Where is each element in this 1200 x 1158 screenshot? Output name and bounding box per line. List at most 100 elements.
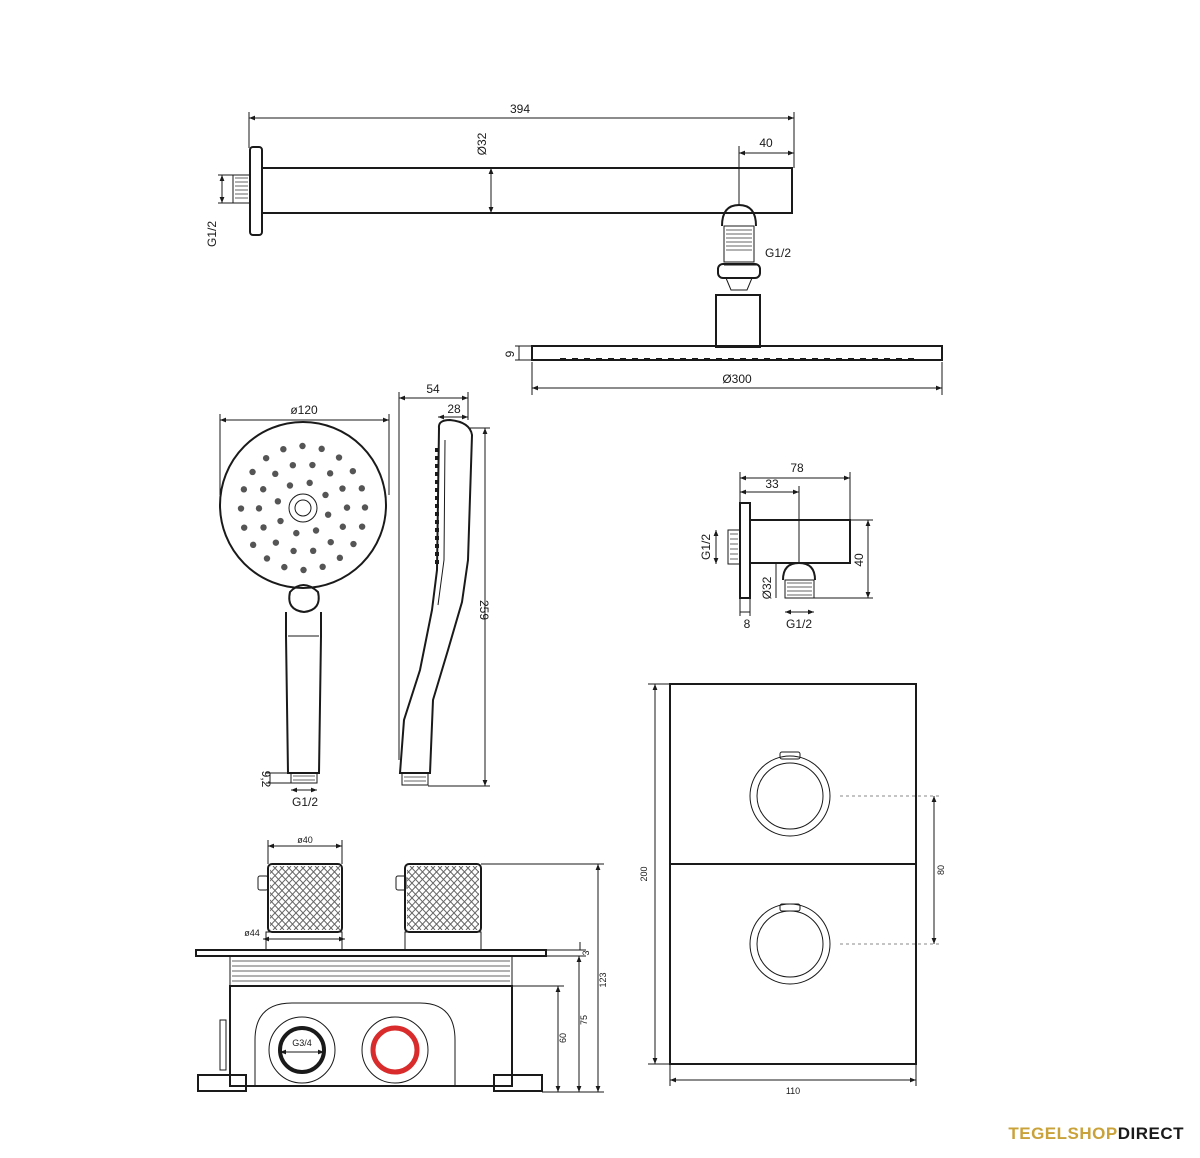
knurl-line (407, 906, 429, 930)
spray-hole (339, 485, 346, 492)
side-nozzle (435, 504, 439, 508)
spray-hole (240, 486, 248, 493)
side-nozzle (435, 464, 439, 468)
hand-thread-length-label: 9,2 (259, 771, 273, 788)
knurl-line (416, 866, 478, 930)
spray-hole (260, 524, 267, 531)
spray-hole (327, 538, 334, 546)
spray-hole (319, 563, 326, 571)
nozzle (572, 358, 578, 361)
spray-hole (335, 454, 343, 461)
knurl-line (407, 866, 429, 890)
shower-arm-view: 394 Ø32 40 G1/2 G1/2 (205, 102, 795, 348)
outlet-depth-label: 78 (790, 461, 804, 475)
knurl-line (423, 870, 479, 930)
side-nozzle (435, 472, 439, 476)
box-connection-height-label: 60 (558, 1033, 568, 1043)
knurl-left (270, 866, 340, 930)
knurl-line (407, 866, 464, 927)
box-rosette-diameter-label: ø44 (244, 928, 260, 938)
side-nozzle (435, 496, 439, 500)
hand-diameter-label: ø120 (290, 403, 318, 417)
nozzle (812, 358, 818, 361)
knurl-line (307, 895, 340, 930)
side-nozzle (435, 456, 439, 460)
knurl-line (270, 866, 313, 912)
knurl-line (444, 893, 479, 930)
knurl-line (270, 866, 292, 890)
nozzle (656, 358, 662, 361)
knurl-line (407, 914, 422, 930)
wall-outlet-view: 78 33 40 Ø32 8 G1/2 G1/2 (699, 461, 873, 631)
nozzle (716, 358, 722, 361)
knurl-line (407, 866, 443, 905)
spray-hole (280, 445, 287, 453)
knurl-line (270, 906, 292, 930)
knurl-line (430, 878, 479, 930)
hand-shower-side-view: 54 28 259 (398, 382, 491, 787)
side-nozzle (435, 488, 439, 492)
arm-length-label: 394 (510, 102, 530, 116)
knurl-line (409, 866, 471, 930)
nozzle (680, 358, 686, 361)
spray-hole (272, 470, 279, 478)
cover-knob-spacing-label: 80 (936, 865, 946, 875)
cover-width-label: 110 (786, 1086, 800, 1096)
spray-hole (274, 498, 282, 505)
knurl-line (270, 866, 320, 919)
nozzle (668, 358, 674, 361)
side-nozzle (435, 448, 439, 452)
spray-hole (240, 524, 248, 531)
spray-hole (343, 504, 351, 511)
knurl-line (286, 872, 340, 930)
brand-logo: TEGELSHOPDIRECT (1008, 1124, 1184, 1144)
nozzle (740, 358, 746, 361)
nozzle (728, 358, 734, 361)
hand-shower-front-view: ø120 9,2 G1/2 (219, 403, 390, 809)
outlet-flange-label: 8 (744, 617, 751, 631)
spray-hole (312, 527, 320, 534)
knurl-line (328, 917, 340, 930)
spray-hole (272, 539, 280, 546)
side-nozzle (435, 528, 439, 532)
knurl-line (270, 866, 299, 897)
brand-part1: TEGELSHOP (1008, 1124, 1118, 1143)
spray-hole (336, 554, 344, 562)
side-nozzle (435, 544, 439, 548)
spray-hole (358, 523, 366, 530)
side-nozzle (435, 536, 439, 540)
nozzle (632, 358, 638, 361)
spray-hole (255, 505, 263, 512)
spray-hole (237, 505, 245, 512)
builtin-box-view: G3/4 ø40 ø44 123 3 75 60 (195, 835, 608, 1093)
spray-hole (318, 445, 325, 453)
knurl-line (451, 866, 479, 896)
nozzle (704, 358, 710, 361)
nozzle (608, 358, 614, 361)
spray-holes (237, 442, 369, 574)
hand-length-label: 259 (477, 600, 491, 620)
nozzle (896, 358, 902, 361)
knurl-line (458, 907, 479, 930)
cover-height-label: 200 (639, 866, 649, 881)
nozzle (692, 358, 698, 361)
nozzle (764, 358, 770, 361)
spray-hole (262, 454, 270, 462)
knurl-line (407, 866, 457, 919)
spray-hole (281, 563, 288, 571)
spray-hole (306, 479, 313, 487)
outlet-diameter-label: Ø32 (760, 576, 774, 599)
box-total-depth-label: 123 (598, 972, 608, 987)
knurl-line (437, 885, 479, 930)
head-shower-view: 9 Ø300 (503, 345, 943, 395)
spray-hole (322, 491, 329, 499)
spray-hole (309, 547, 317, 555)
knurl-line (407, 866, 436, 897)
box-connection-thread-label: G3/4 (292, 1038, 312, 1048)
knurl-line (458, 866, 479, 889)
knurl-line (314, 902, 340, 930)
box-knob-diameter-label: ø40 (297, 835, 313, 845)
nozzle (644, 358, 650, 361)
nozzle-row (560, 358, 914, 361)
